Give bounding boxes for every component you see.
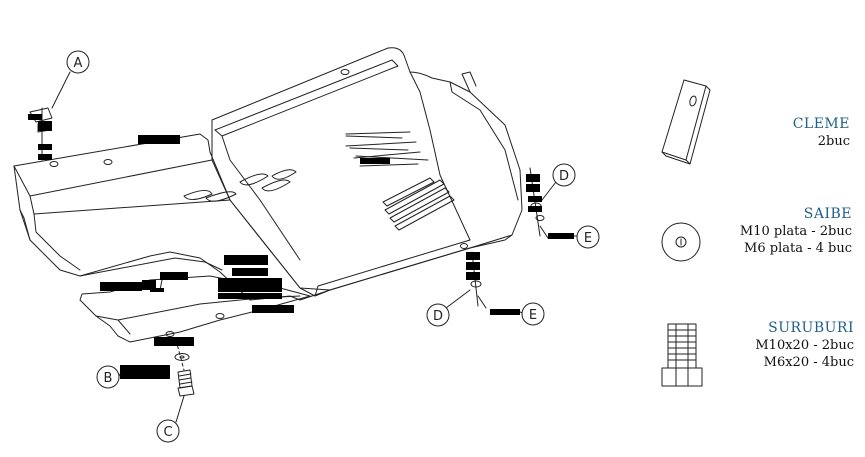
- legend-suruburi-line-1: M10x20 - 2buc: [755, 338, 854, 353]
- callout-d-lower-label: D: [433, 309, 443, 324]
- rear-slots: [239, 169, 455, 231]
- callout-e-lower-label: E: [529, 308, 537, 323]
- callout-d-right-label: D: [559, 169, 569, 184]
- legend-saibe-line-1: M10 plata - 2buc: [739, 224, 852, 239]
- legend-saibe-title: SAIBE: [803, 206, 852, 222]
- callout-b: B: [96, 365, 121, 389]
- legend-suruburi-line-2: M6x20 - 4buc: [763, 355, 854, 370]
- callout-a: A: [51, 50, 90, 109]
- rear-plate: [211, 47, 523, 297]
- legend-cleme: CLEME 2buc: [700, 116, 850, 150]
- legend-suruburi-title: SURUBURI: [768, 320, 854, 336]
- callout-e-lower: E: [519, 302, 545, 326]
- callout-e-right-label: E: [584, 231, 592, 246]
- callout-c-label: C: [163, 425, 172, 440]
- legend-saibe: SAIBE M10 plata - 2buc M6 plata - 4 buc: [700, 206, 852, 257]
- washer-icon: [661, 222, 701, 262]
- hardware-bc: [174, 339, 195, 397]
- legend-cleme-line-1: 2buc: [817, 134, 850, 149]
- front-plate: [13, 133, 331, 301]
- bolt-icon: [661, 323, 703, 387]
- callout-d-lower: D: [426, 289, 471, 327]
- legend-suruburi: SURUBURI M10x20 - 2buc M6x20 - 4buc: [700, 320, 854, 371]
- rear-ribs: [345, 131, 429, 167]
- legend-cleme-title: CLEME: [792, 116, 850, 132]
- clamp-icon: [661, 79, 711, 165]
- callout-d-right: D: [541, 163, 576, 201]
- redaction-bars: [28, 114, 574, 379]
- callout-e-right: E: [573, 225, 600, 249]
- callout-a-label: A: [74, 56, 83, 71]
- legend-saibe-line-2: M6 plata - 4 buc: [744, 241, 852, 256]
- callout-b-label: B: [104, 371, 113, 386]
- callout-c: C: [156, 395, 185, 443]
